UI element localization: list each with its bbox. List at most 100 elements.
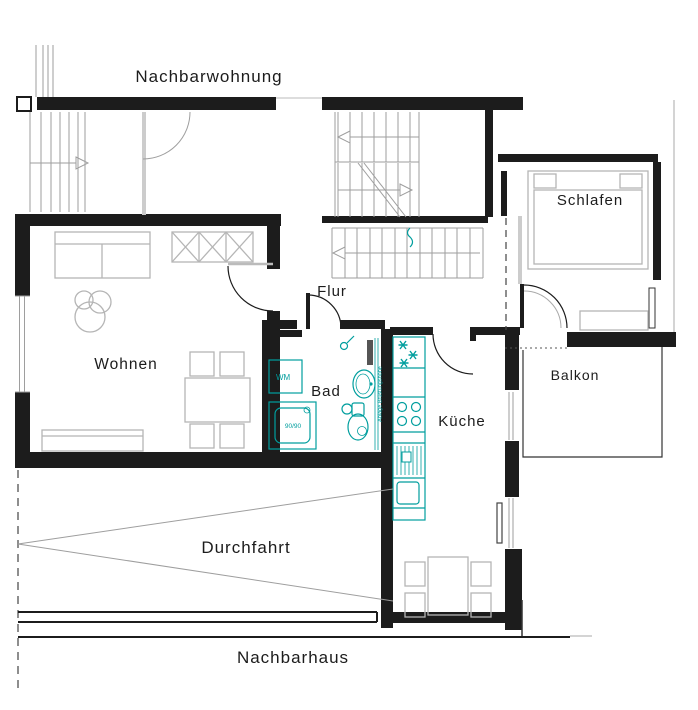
door-arc-landing bbox=[142, 111, 191, 160]
socket-symbols bbox=[398, 340, 418, 368]
label-shower-size: 90/90 bbox=[285, 423, 302, 430]
kitchen-north-wall bbox=[390, 327, 433, 335]
bath-west-wall bbox=[262, 320, 271, 456]
living-west-wall-bottom bbox=[15, 392, 30, 468]
chair bbox=[470, 592, 492, 618]
washbasin bbox=[352, 369, 376, 399]
bedroom-furniture bbox=[527, 170, 649, 331]
label-shelf-note: Ablage Brüstungshöhe bbox=[378, 366, 384, 422]
passage-diagonal bbox=[17, 488, 394, 545]
arrow-head-left-icon bbox=[336, 130, 351, 144]
walls bbox=[15, 96, 676, 630]
dining-set bbox=[184, 351, 251, 449]
pipe-squiggle-icon bbox=[406, 227, 414, 248]
bath-kitchen-wall bbox=[381, 329, 393, 628]
living-west-wall-top bbox=[15, 214, 30, 296]
kitchen-south-wall bbox=[393, 612, 507, 623]
hall-partition-gray bbox=[518, 216, 522, 284]
arrow-head-right-icon bbox=[75, 156, 90, 170]
bed bbox=[527, 170, 649, 270]
pillow bbox=[619, 173, 643, 189]
sideboard bbox=[41, 429, 144, 452]
label-washing-machine: WM bbox=[276, 373, 291, 382]
door-leaf-bedroom bbox=[520, 284, 524, 328]
arrow-head-right-icon bbox=[399, 183, 414, 197]
door-arc-bedroom-inner bbox=[523, 290, 562, 329]
shower bbox=[268, 401, 317, 450]
wall-top-left bbox=[37, 97, 276, 110]
living-room-furniture bbox=[41, 231, 254, 452]
passage-diagonal bbox=[17, 543, 394, 602]
bedroom-south-wall bbox=[567, 332, 676, 347]
cooktop bbox=[396, 401, 422, 427]
label-balcony: Balkon bbox=[551, 367, 600, 383]
door-leaf-bath bbox=[306, 293, 310, 329]
hall-south-wall-right bbox=[340, 320, 385, 329]
site-lines bbox=[17, 347, 663, 638]
chair bbox=[470, 561, 492, 587]
stair-enclosure-bottom-wall bbox=[322, 216, 488, 223]
label-living-room: Wohnen bbox=[94, 356, 157, 373]
bedroom-window bbox=[648, 287, 656, 329]
wardrobe bbox=[171, 231, 254, 263]
faucet-icon bbox=[401, 451, 412, 463]
hall-east-wall bbox=[473, 327, 520, 335]
living-north-wall bbox=[15, 214, 281, 226]
reference-lines bbox=[17, 218, 570, 692]
balcony-outline bbox=[522, 347, 663, 458]
chair bbox=[189, 351, 215, 377]
chair bbox=[219, 351, 245, 377]
door-arc-kitchen bbox=[432, 333, 474, 375]
wall-top-middle bbox=[322, 97, 523, 110]
door-arc-bedroom bbox=[523, 284, 568, 329]
chair bbox=[189, 423, 215, 449]
washing-machine bbox=[268, 359, 303, 394]
label-kitchen: Küche bbox=[438, 413, 486, 430]
stairs-middle-upper bbox=[334, 112, 420, 218]
kitchen-table bbox=[427, 556, 469, 616]
bedroom-west-wall bbox=[501, 171, 507, 216]
living-east-wall-top bbox=[267, 226, 280, 269]
chair bbox=[404, 561, 426, 587]
column bbox=[16, 96, 32, 112]
kitchen-east-wall-seg2 bbox=[505, 441, 519, 497]
living-bath-south-wall bbox=[15, 452, 393, 468]
stairs-top-left bbox=[29, 45, 90, 212]
kitchen-east-wall-seg1 bbox=[505, 335, 519, 390]
tap-icon bbox=[369, 382, 373, 386]
label-passage: Durchfahrt bbox=[201, 538, 290, 557]
chair bbox=[404, 592, 426, 618]
sink bbox=[396, 481, 420, 505]
bath-north-stub bbox=[271, 330, 302, 337]
shower-drain-icon bbox=[303, 406, 311, 414]
kitchen-dining-set bbox=[404, 556, 492, 618]
kitchen-fixtures bbox=[392, 336, 503, 618]
pillow bbox=[533, 173, 557, 189]
toilet bbox=[341, 402, 369, 441]
label-neighbor-apartment: Nachbarwohnung bbox=[135, 67, 282, 86]
chair bbox=[219, 423, 245, 449]
kitchen-counter bbox=[392, 336, 426, 521]
drainer bbox=[396, 446, 422, 475]
stair-enclosure-right-wall bbox=[485, 110, 493, 217]
arrow-head-left-icon bbox=[331, 246, 346, 260]
wall-stub-bedroom bbox=[486, 97, 493, 161]
windows bbox=[15, 100, 675, 548]
bedroom-east-wall bbox=[653, 162, 661, 280]
label-bathroom: Bad bbox=[311, 383, 341, 400]
room-labels: Nachbarwohnung Schlafen Wohnen Flur Bad … bbox=[94, 67, 622, 667]
kitchen-east-wall-seg3 bbox=[505, 549, 522, 630]
plant bbox=[74, 290, 112, 333]
bedroom-north-wall bbox=[498, 154, 658, 162]
dining-table bbox=[184, 377, 251, 423]
door-arc-living bbox=[227, 265, 274, 312]
living-east-wall-bottom bbox=[267, 311, 280, 456]
doors bbox=[142, 111, 568, 375]
kitchen-radiator bbox=[496, 502, 503, 544]
kitchen-door-jamb bbox=[470, 327, 476, 341]
door-arc-bath bbox=[307, 294, 342, 329]
landing-partition bbox=[142, 112, 146, 215]
bathroom-fixtures bbox=[268, 335, 379, 450]
